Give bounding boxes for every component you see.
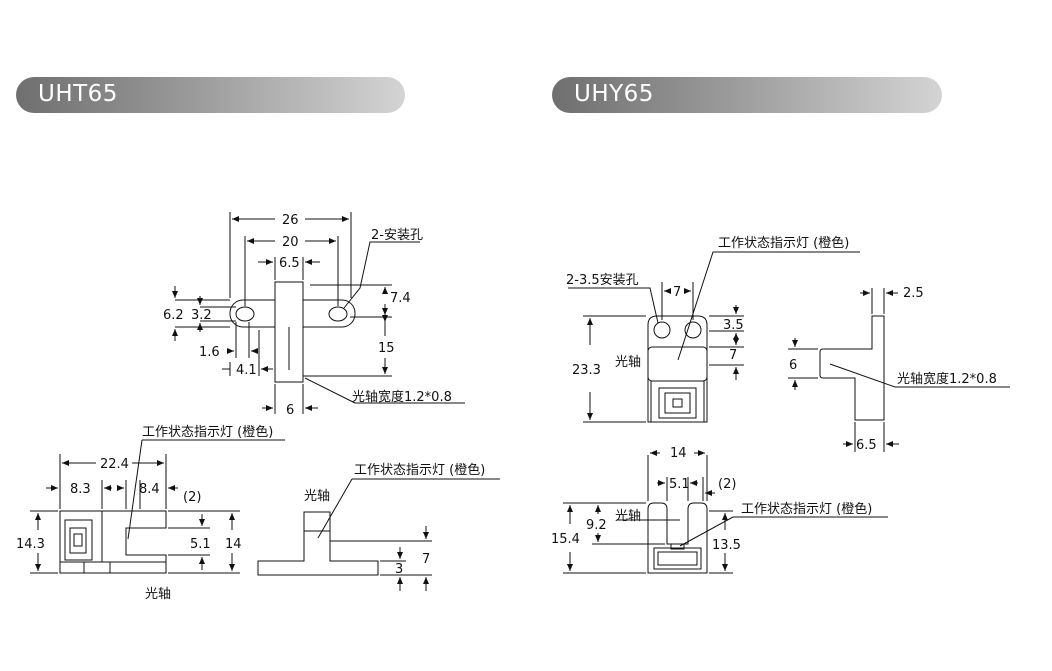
uht65-dim-5-1: 5.1 <box>190 537 211 552</box>
uht65-dim-26: 26 <box>282 213 299 228</box>
uht65-side-dim-7: 7 <box>422 552 430 567</box>
uht65-dim-1-6: 1.6 <box>199 345 220 360</box>
uht65-front-beam-label: 光轴 <box>145 587 171 602</box>
uhy65-front-dim-9-2: 9.2 <box>586 518 607 533</box>
uhy65-dim-23-3: 23.3 <box>572 363 601 378</box>
uht65-side-view <box>257 478 500 591</box>
uhy65-front-view <box>563 450 888 574</box>
uhy65-dim-3-5: 3.5 <box>723 318 744 333</box>
uhy65-mount-hole-label: 2-3.5安装孔 <box>566 273 639 288</box>
uht65-front-view <box>30 439 285 574</box>
uht65-dim-7-4: 7.4 <box>390 291 411 306</box>
uhy65-front-dim-14: 14 <box>670 446 687 461</box>
uht65-dim-8-4: 8.4 <box>139 482 160 497</box>
uhy65-side-dim-6: 6 <box>789 358 797 373</box>
uht65-side-indicator-label: 工作状态指示灯 (橙色) <box>354 462 485 478</box>
uht65-mount-hole-label: 2-安装孔 <box>371 228 423 243</box>
uht65-dim-3-2: 3.2 <box>191 308 212 323</box>
uhy65-front-dim-2: (2) <box>718 477 736 492</box>
uhy65-front-beam-label: 光轴 <box>615 509 641 524</box>
uhy65-top-view <box>568 251 860 423</box>
uht65-header-bar: UHT65 <box>16 77 405 113</box>
uht65-dim-20: 20 <box>282 235 299 250</box>
uht65-dim-6-5: 6.5 <box>279 256 300 271</box>
uht65-dim-6-2: 6.2 <box>163 308 184 323</box>
uht65-dim-6: 6 <box>286 403 294 418</box>
uhy65-title: UHY65 <box>574 81 654 107</box>
uhy65-side-dim-6-5: 6.5 <box>856 438 877 453</box>
uht65-front-indicator-label: 工作状态指示灯 (橙色) <box>142 424 273 440</box>
uhy65-front-dim-15-4: 15.4 <box>551 532 580 547</box>
uht65-beam-width-label: 光轴宽度1.2*0.8 <box>352 389 452 405</box>
uht65-dim-22-4: 22.4 <box>100 457 129 472</box>
uht65-side-beam-label: 光轴 <box>304 489 330 504</box>
uht65-title: UHT65 <box>38 81 118 107</box>
uht65-dim-14-3: 14.3 <box>16 537 45 552</box>
uht65-side-dim-3: 3 <box>395 562 403 577</box>
uhy65-header-bar: UHY65 <box>552 77 942 113</box>
uhy65-front-dim-13-5: 13.5 <box>712 538 741 553</box>
uht65-dim-15: 15 <box>378 341 395 356</box>
uhy65-dim-7-top: 7 <box>673 285 681 300</box>
uhy65-front-dim-5-1: 5.1 <box>669 477 690 492</box>
uht65-dim-8-3: 8.3 <box>70 482 91 497</box>
uhy65-top-beam-label: 光轴 <box>615 355 641 370</box>
uhy65-side-view <box>788 288 1010 452</box>
uht65-dim-2: (2) <box>183 490 201 505</box>
uhy65-side-beam-label: 光轴宽度1.2*0.8 <box>897 371 997 387</box>
uhy65-side-dim-2-5: 2.5 <box>903 286 924 301</box>
uhy65-indicator-label: 工作状态指示灯 (橙色) <box>718 235 849 251</box>
uht65-dim-14: 14 <box>225 537 242 552</box>
uhy65-front-indicator-label: 工作状态指示灯 (橙色) <box>741 501 872 517</box>
uht65-dim-4-1: 4.1 <box>236 363 257 378</box>
uht65-top-view <box>172 212 465 414</box>
uhy65-dim-7-right: 7 <box>729 348 737 363</box>
